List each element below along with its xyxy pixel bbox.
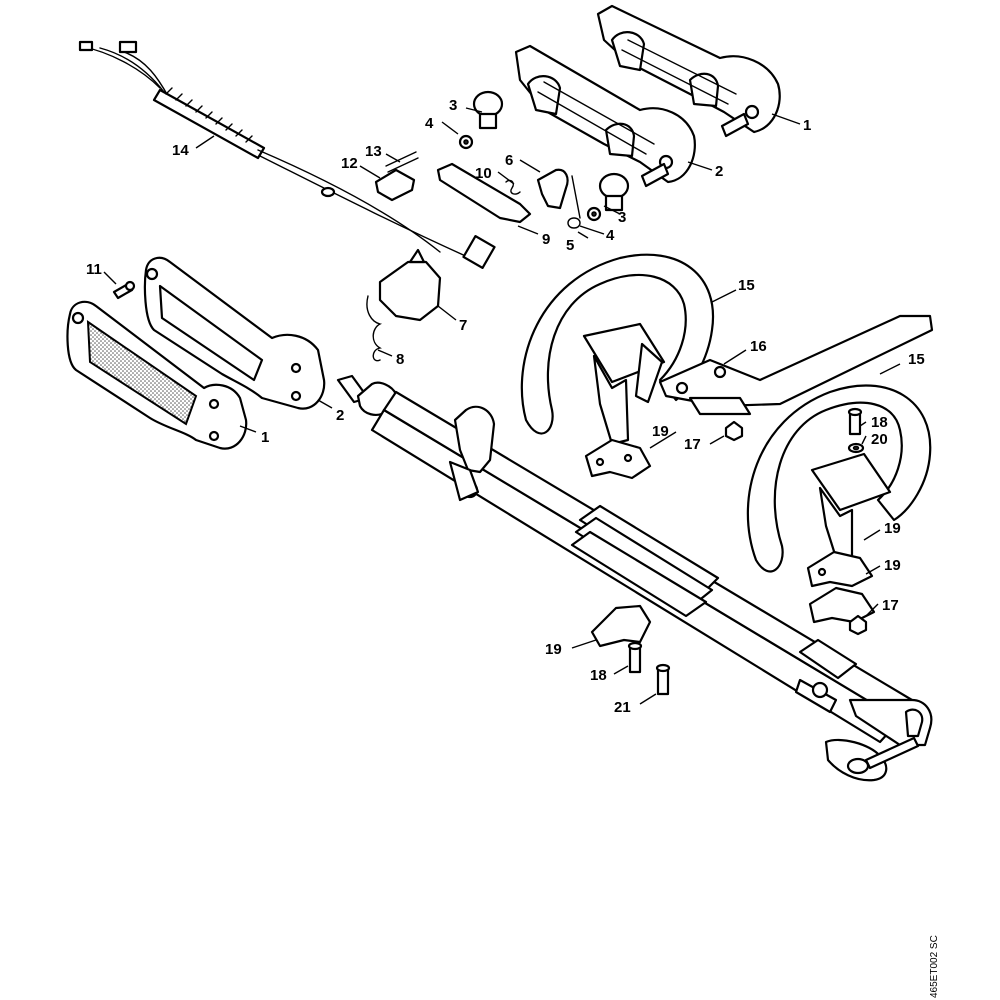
nut-17-lower xyxy=(848,614,868,636)
callout-1: 1 xyxy=(261,429,269,446)
small-screw-11 xyxy=(112,280,136,300)
callout-15: 15 xyxy=(908,351,925,368)
callout-9: 9 xyxy=(542,231,550,248)
cable-harness xyxy=(78,40,496,269)
callout-4: 4 xyxy=(606,227,615,244)
clamp-19-c xyxy=(808,586,876,624)
callout-14: 14 xyxy=(172,142,189,159)
screw-18-lower xyxy=(627,641,643,674)
loop-handle-lower xyxy=(746,384,932,573)
drive-shaft xyxy=(336,374,933,747)
loop-handle-upper xyxy=(520,253,715,446)
callout-19: 19 xyxy=(884,520,901,537)
drawing-code: 465ET002 SC xyxy=(929,935,940,998)
callout-1: 1 xyxy=(803,117,811,134)
callout-labels: 1 1 2 2 3 3 4 4 5 6 7 8 9 10 11 12 13 14… xyxy=(86,97,925,716)
handle-half-1-grip xyxy=(66,300,248,450)
screw-21 xyxy=(655,663,671,696)
handle-half-1-upper xyxy=(596,4,781,138)
callout-17: 17 xyxy=(684,436,701,453)
switch-assembly xyxy=(366,248,442,362)
wing-knob xyxy=(824,736,920,782)
callout-21: 21 xyxy=(614,699,631,716)
callout-20: 20 xyxy=(871,431,888,448)
callout-5: 5 xyxy=(566,237,574,254)
callout-16: 16 xyxy=(750,338,767,355)
callout-2: 2 xyxy=(336,407,344,424)
screw-18-upper xyxy=(847,407,863,436)
clamp-19-d xyxy=(590,604,652,648)
callout-18: 18 xyxy=(871,414,888,431)
callout-19: 19 xyxy=(652,423,669,440)
clamp-19-b xyxy=(806,550,874,588)
callout-15: 15 xyxy=(738,277,755,294)
callout-6: 6 xyxy=(505,152,513,169)
callout-12: 12 xyxy=(341,155,358,172)
shaft-bracket xyxy=(448,405,496,502)
clamp-19-a xyxy=(584,438,652,480)
callout-10: 10 xyxy=(475,165,492,182)
callout-3: 3 xyxy=(618,209,626,226)
callout-11: 11 xyxy=(86,261,102,278)
callout-19: 19 xyxy=(545,641,562,658)
callout-17: 17 xyxy=(882,597,899,614)
washer-20 xyxy=(847,442,865,454)
small-parts-cluster xyxy=(374,151,532,224)
callout-2: 2 xyxy=(715,163,723,180)
handle-half-2-upper xyxy=(514,44,696,188)
callout-7: 7 xyxy=(459,317,467,334)
trigger-assembly xyxy=(536,168,581,229)
clamp-lower xyxy=(586,172,630,222)
callout-13: 13 xyxy=(365,143,382,160)
callout-18: 18 xyxy=(590,667,607,684)
clamp-upper xyxy=(458,90,504,150)
leader-lines xyxy=(103,107,901,705)
callout-8: 8 xyxy=(396,351,404,368)
nut-17-upper xyxy=(724,420,744,442)
handle-half-2 xyxy=(143,256,326,410)
barrier-bar xyxy=(658,314,934,416)
callout-3: 3 xyxy=(449,97,457,114)
callout-19: 19 xyxy=(884,557,901,574)
callout-4: 4 xyxy=(425,115,434,132)
